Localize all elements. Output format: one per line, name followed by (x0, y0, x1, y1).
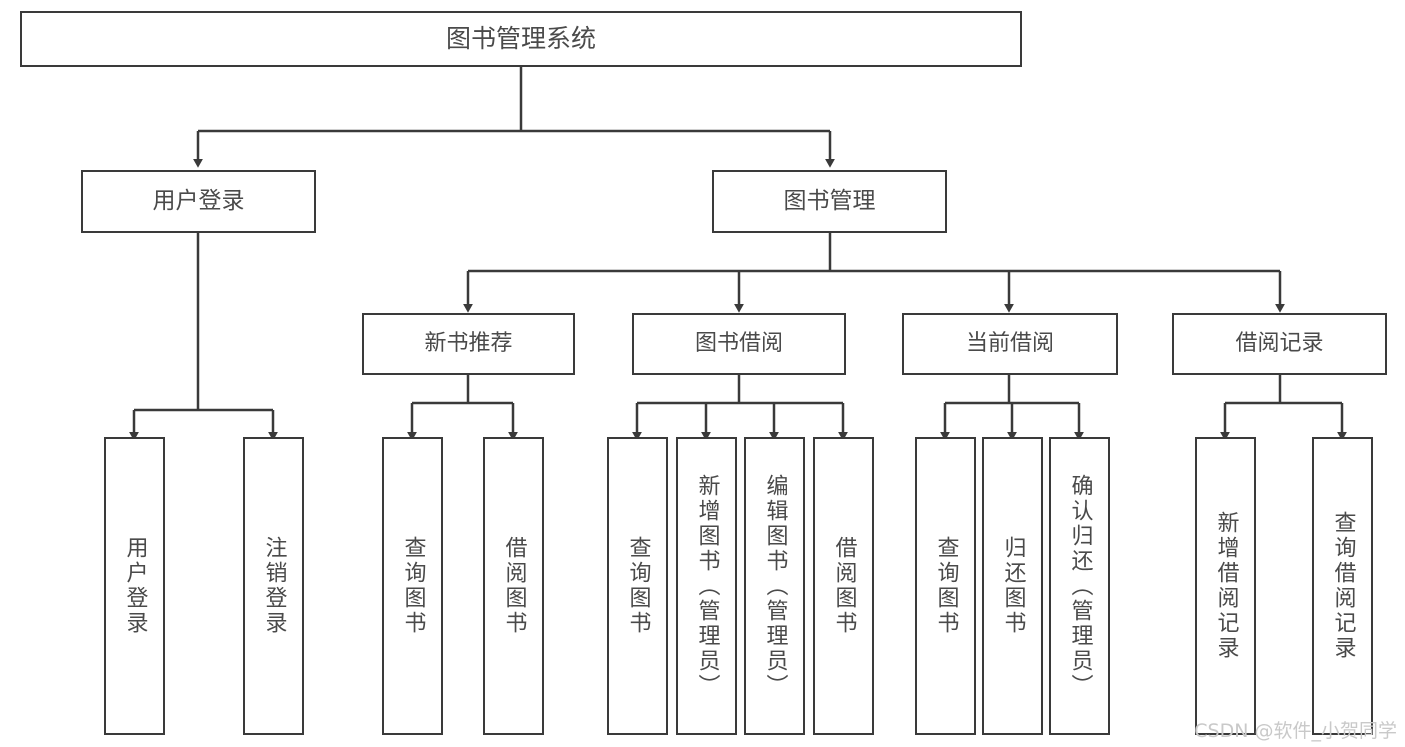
node-user-login[interactable]: 用户登录 (81, 170, 316, 233)
node-leaf-query-record[interactable]: 查询借阅记录 (1312, 437, 1373, 735)
node-leaf-add-record[interactable]: 新增借阅记录 (1195, 437, 1256, 735)
node-root[interactable]: 图书管理系统 (20, 11, 1022, 67)
node-book-borrow-label: 图书借阅 (694, 331, 783, 357)
node-leaf-confirm-return-label: 确认归还（管理员） (1067, 473, 1093, 699)
node-leaf-borrow-book-2[interactable]: 借阅图书 (813, 437, 874, 735)
node-leaf-return-book-label: 归还图书 (1000, 536, 1026, 636)
node-leaf-query-book-1[interactable]: 查询图书 (382, 437, 443, 735)
node-leaf-edit-book-label: 编辑图书（管理员） (762, 473, 788, 699)
node-book-management-label: 图书管理 (783, 187, 876, 214)
node-leaf-user-login-label: 用户登录 (122, 536, 148, 636)
node-root-label: 图书管理系统 (445, 24, 596, 54)
node-new-book-recommend[interactable]: 新书推荐 (362, 313, 575, 375)
node-borrow-record-label: 借阅记录 (1235, 331, 1324, 357)
node-user-login-label: 用户登录 (152, 187, 245, 214)
node-leaf-confirm-return[interactable]: 确认归还（管理员） (1049, 437, 1110, 735)
node-leaf-borrow-book-1[interactable]: 借阅图书 (483, 437, 544, 735)
node-leaf-query-book-3[interactable]: 查询图书 (915, 437, 976, 735)
node-leaf-query-book-3-label: 查询图书 (933, 536, 959, 636)
node-new-book-recommend-label: 新书推荐 (424, 331, 513, 357)
node-leaf-query-book-2-label: 查询图书 (625, 536, 651, 636)
node-leaf-logout[interactable]: 注销登录 (243, 437, 304, 735)
node-book-management[interactable]: 图书管理 (712, 170, 947, 233)
watermark: CSDN @软件_小贺同学 (1194, 720, 1397, 742)
node-leaf-edit-book[interactable]: 编辑图书（管理员） (744, 437, 805, 735)
node-book-borrow[interactable]: 图书借阅 (632, 313, 846, 375)
node-borrow-record[interactable]: 借阅记录 (1172, 313, 1387, 375)
node-leaf-add-book[interactable]: 新增图书（管理员） (676, 437, 737, 735)
node-leaf-add-book-label: 新增图书（管理员） (694, 473, 720, 699)
node-leaf-user-login[interactable]: 用户登录 (104, 437, 165, 735)
node-leaf-query-book-2[interactable]: 查询图书 (607, 437, 668, 735)
node-current-borrow[interactable]: 当前借阅 (902, 313, 1118, 375)
node-leaf-query-book-1-label: 查询图书 (400, 536, 426, 636)
node-leaf-borrow-book-1-label: 借阅图书 (501, 536, 527, 636)
node-current-borrow-label: 当前借阅 (965, 331, 1054, 357)
node-leaf-logout-label: 注销登录 (261, 536, 287, 636)
node-leaf-return-book[interactable]: 归还图书 (982, 437, 1043, 735)
node-leaf-query-record-label: 查询借阅记录 (1330, 511, 1356, 661)
node-leaf-add-record-label: 新增借阅记录 (1213, 511, 1239, 661)
node-leaf-borrow-book-2-label: 借阅图书 (831, 536, 857, 636)
